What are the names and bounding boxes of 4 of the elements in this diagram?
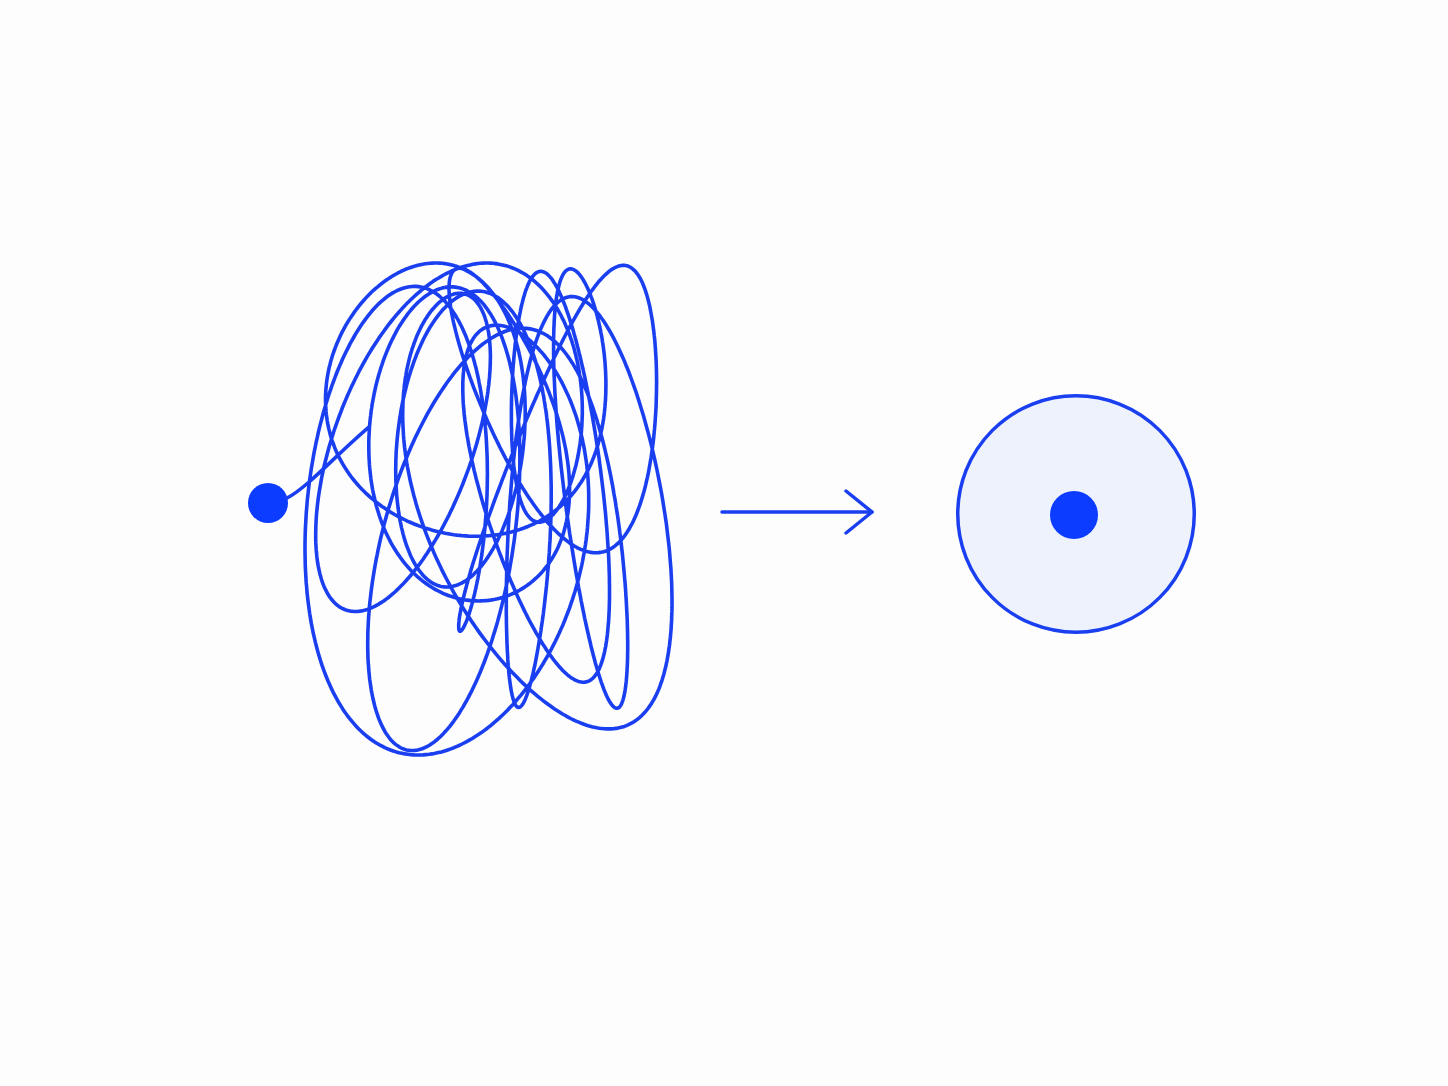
arrow: [720, 489, 874, 535]
tangled-line-drawing: [247, 260, 675, 758]
center-dot-icon: [1050, 491, 1098, 539]
target-circle: [956, 394, 1196, 634]
